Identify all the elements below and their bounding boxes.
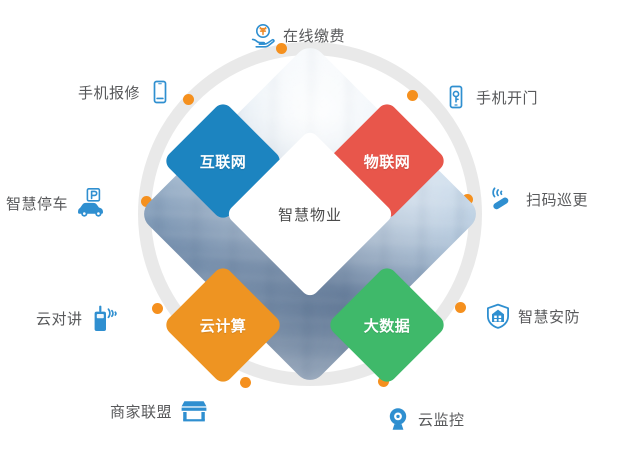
shield-house-icon (485, 303, 511, 329)
feature-label-mobile-repair: 手机报修 (78, 84, 141, 102)
feature-smart-security[interactable]: 智慧安防 (485, 303, 580, 329)
feature-label-smart-parking: 智慧停车 (6, 195, 69, 213)
pillar-label-internet: 互联网 (199, 153, 247, 171)
feature-label-cloud-intercom: 云对讲 (36, 310, 83, 328)
storefront-icon (179, 398, 209, 424)
ring-dot-bottom-left (239, 376, 251, 388)
feature-cloud-intercom[interactable]: 云对讲 (36, 303, 122, 333)
feature-label-smart-security: 智慧安防 (518, 308, 581, 326)
ring-dot-upper-right (406, 89, 418, 101)
feature-mobile-repair[interactable]: 手机报修 (78, 79, 173, 105)
feature-label-mobile-door: 手机开门 (476, 89, 539, 107)
pillar-label-cloud: 云计算 (199, 317, 247, 335)
cctv-camera-icon (385, 406, 411, 432)
pillar-label-iot: 物联网 (363, 153, 411, 171)
feature-label-cloud-monitoring: 云监控 (418, 411, 465, 429)
ring-dot-upper-left (182, 93, 194, 105)
feature-smart-parking[interactable]: 智慧停车 (6, 188, 109, 218)
feature-mobile-door[interactable]: 手机开门 (443, 84, 538, 110)
scanner-icon (489, 186, 519, 212)
feature-label-scan-patrol: 扫码巡更 (526, 191, 589, 209)
hand-money-icon (250, 22, 276, 48)
pillar-label-bigdata: 大数据 (363, 317, 411, 335)
car-parking-icon (75, 188, 109, 218)
ring-dot-lower-left (151, 302, 163, 314)
ring-dot-top (275, 42, 287, 54)
ring-dot-left (140, 195, 152, 207)
walkie-talkie-icon (90, 303, 122, 333)
feature-merchant-alliance[interactable]: 商家联盟 (110, 398, 209, 424)
feature-online-payment[interactable]: 在线缴费 (250, 22, 345, 48)
phone-key-icon (443, 84, 469, 110)
feature-cloud-monitoring[interactable]: 云监控 (385, 406, 465, 432)
ring-dot-lower-right (454, 301, 466, 313)
feature-scan-patrol[interactable]: 扫码巡更 (489, 186, 588, 212)
feature-label-merchant-alliance: 商家联盟 (110, 403, 173, 421)
mobile-phone-icon (147, 79, 173, 105)
feature-label-online-payment: 在线缴费 (283, 27, 346, 45)
center-title: 智慧物业 (277, 206, 342, 224)
